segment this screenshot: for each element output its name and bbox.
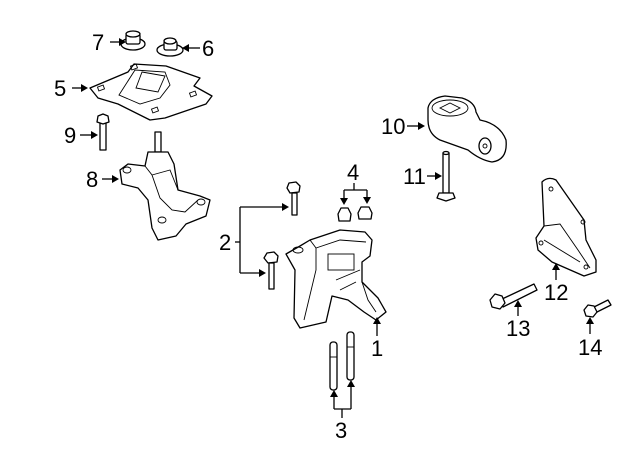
callout-11[interactable]: 11 xyxy=(403,164,426,189)
callout-6[interactable]: 6 xyxy=(202,36,214,61)
part-14-bolt[interactable] xyxy=(583,299,612,318)
part-11-bolt[interactable] xyxy=(436,150,456,202)
callout-13[interactable]: 13 xyxy=(506,316,530,341)
part-10-torque-strut[interactable] xyxy=(427,95,507,163)
callout-10[interactable]: 10 xyxy=(381,114,405,139)
callout-7[interactable]: 7 xyxy=(92,30,104,55)
callout-3[interactable]: 3 xyxy=(335,418,347,443)
callout-9[interactable]: 9 xyxy=(64,123,76,148)
part-1-transmission-mount[interactable] xyxy=(285,229,387,329)
callout-12[interactable]: 12 xyxy=(544,280,568,305)
part-8-engine-bracket[interactable] xyxy=(119,131,211,241)
part-6-flange-nut[interactable] xyxy=(156,37,184,57)
part-2-bolt-upper[interactable] xyxy=(286,181,301,216)
part-13-bolt[interactable] xyxy=(489,283,538,310)
part-5-cover-plate[interactable] xyxy=(89,63,213,121)
part-3-studs[interactable] xyxy=(329,331,355,391)
callout-leaders xyxy=(72,38,594,418)
callout-2[interactable]: 2 xyxy=(219,230,231,255)
callout-4[interactable]: 4 xyxy=(347,160,359,185)
callout-14[interactable]: 14 xyxy=(578,335,602,360)
part-12-bracket[interactable] xyxy=(535,177,597,277)
callout-5[interactable]: 5 xyxy=(54,76,66,101)
callout-1[interactable]: 1 xyxy=(371,336,383,361)
part-9-bolt[interactable] xyxy=(96,113,110,151)
part-7-nut[interactable] xyxy=(120,30,146,51)
part-2-bolt-lower[interactable] xyxy=(263,251,279,290)
part-4-nuts[interactable] xyxy=(337,206,373,222)
callout-8[interactable]: 8 xyxy=(86,167,98,192)
